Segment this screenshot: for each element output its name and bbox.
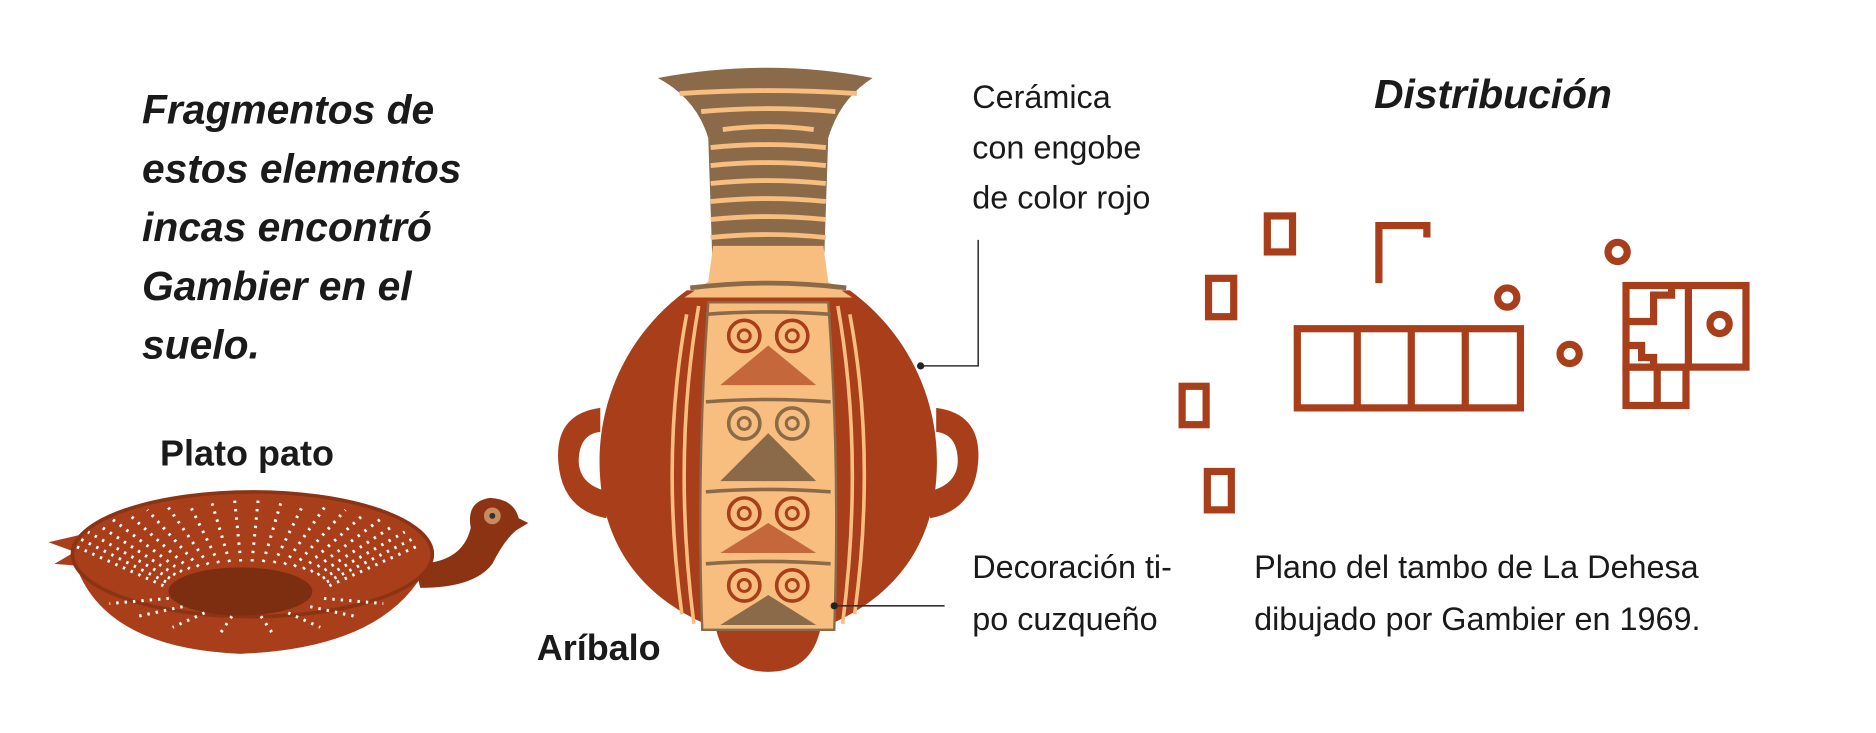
spiral-motif [726, 318, 762, 354]
plate-ray [261, 500, 283, 563]
neck-stripe [710, 160, 827, 168]
intro-line: incas encontró [142, 204, 432, 250]
plate-ray [309, 518, 381, 573]
intro-line: estos elementos [142, 145, 461, 191]
plan-main-building [1293, 325, 1525, 412]
plate-ray [171, 611, 206, 629]
distribucion-title: Distribución [1374, 71, 1612, 117]
triangle-motif [720, 523, 817, 554]
plate-ray [98, 524, 177, 577]
spiral-motif [726, 496, 762, 531]
neck-stripe [710, 214, 827, 222]
triangle-motif [720, 345, 817, 386]
neck-stripe [700, 106, 836, 114]
intro-line: suelo. [142, 322, 260, 368]
spiral-motif [736, 328, 752, 344]
spiral-motif [736, 415, 752, 431]
spiral-motif [784, 505, 800, 521]
spiral-motif [774, 568, 810, 603]
neck-stripe [679, 88, 858, 96]
spiral-motif [736, 505, 752, 521]
tambo-plan [1178, 212, 1750, 514]
plan-circle [1556, 340, 1583, 368]
plate-ray [233, 500, 243, 562]
decoracion-line: po cuzqueño [972, 601, 1157, 637]
plate-ray [302, 513, 365, 571]
ceramica-annotation: Cerámica con engobe de color rojo [972, 79, 1150, 216]
plan-room [1178, 382, 1210, 429]
neck-stripe [722, 124, 815, 132]
plate-ray [316, 524, 395, 577]
panel-band [705, 310, 831, 317]
plate-ray [166, 505, 210, 566]
plan-room [1204, 274, 1238, 321]
spiral-motif [774, 318, 810, 354]
caption-line: dibujado por Gambier en 1969. [1254, 601, 1700, 637]
neck-stripe [710, 142, 827, 150]
intro-line: Gambier en el [142, 263, 413, 309]
plate-ray [219, 615, 234, 634]
decoracion-annotation: Decoración ti- po cuzqueño [972, 549, 1172, 637]
panel-band [705, 559, 831, 566]
plate-ray [250, 500, 260, 562]
spiral-motif [774, 496, 810, 531]
plate-ray [283, 505, 327, 566]
intro-text: Fragmentos de estos elementos incas enco… [142, 87, 461, 368]
triangle-motif [720, 433, 817, 482]
plan-circle [1604, 238, 1631, 266]
plan-complex [1622, 281, 1750, 410]
panel-band [705, 487, 831, 494]
plate-ray [111, 518, 183, 573]
plan-wall [1375, 221, 1431, 284]
spiral-motif [784, 328, 800, 344]
ceramica-line: Cerámica [972, 79, 1111, 115]
aribalo-illustration [558, 67, 979, 672]
plate-ray [109, 596, 169, 606]
intro-line: Fragmentos de [142, 87, 434, 133]
plate-ray [323, 596, 384, 606]
caption-line: Plano del tambo de La Dehesa [1254, 549, 1699, 585]
leader-decoracion [830, 602, 945, 610]
plato-pato-label: Plato pato [160, 432, 334, 473]
spiral-motif [784, 415, 800, 431]
spiral-motif [736, 577, 752, 593]
plan-circle [1494, 284, 1521, 311]
neck-stripe [710, 232, 827, 240]
plan-room [1203, 467, 1235, 514]
neck-stripe [710, 178, 827, 186]
panel-band [705, 397, 831, 404]
spiral-motif [726, 568, 762, 603]
spiral-motif [726, 406, 762, 441]
neck-stripe [710, 196, 827, 204]
spiral-motif [784, 577, 800, 593]
leader-ceramica [917, 239, 979, 370]
plate-ray [259, 615, 274, 634]
plato-pato-illustration [48, 490, 529, 654]
ceramica-line: de color rojo [972, 180, 1150, 216]
plate-ray [128, 513, 191, 571]
aribalo-label: Aríbalo [537, 627, 661, 668]
decoracion-line: Decoración ti- [972, 549, 1172, 585]
plan-room [1263, 212, 1297, 256]
plate-ray [210, 500, 231, 563]
ceramica-line: con engobe [972, 129, 1141, 165]
plate-ray [287, 611, 321, 629]
spiral-motif [774, 406, 810, 441]
triangle-motif [720, 595, 817, 626]
plan-caption: Plano del tambo de La Dehesa dibujado po… [1254, 549, 1700, 637]
